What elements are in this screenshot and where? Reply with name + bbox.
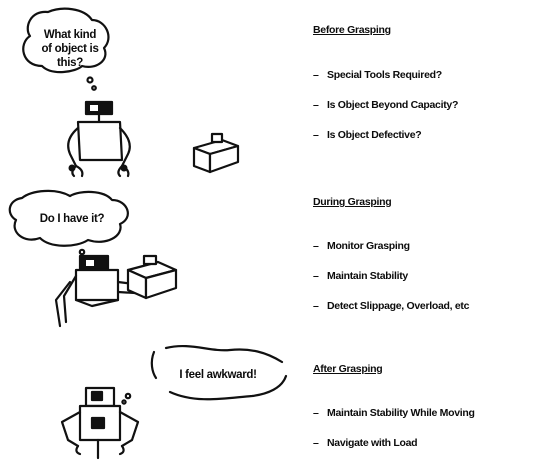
bullet-dash: – — [313, 269, 327, 283]
thought-dot-3a — [126, 394, 130, 398]
thought-dot-1b — [92, 86, 96, 90]
heading-before-grasping: Before Grasping — [313, 24, 391, 36]
bullet-dash: – — [313, 299, 327, 313]
list-item: –Monitor Grasping — [313, 239, 469, 269]
list-item-label: Is Object Beyond Capacity? — [327, 99, 458, 111]
bullet-dash: – — [313, 406, 327, 420]
bubble-text-kind-of-object: What kind of object is this? — [38, 28, 102, 70]
thought-dot-2a — [80, 250, 84, 254]
thought-dot-1a — [88, 78, 93, 83]
heading-after-grasping: After Grasping — [313, 363, 382, 375]
list-item-label: Monitor Grasping — [327, 240, 410, 252]
list-item-label: Maintain Stability While Moving — [327, 407, 475, 419]
bubble-text-feel-awkward: I feel awkward! — [168, 368, 268, 382]
thought-dot-3b — [122, 400, 125, 403]
thought-bubble-3 — [152, 352, 156, 378]
heading-during-grasping: During Grasping — [313, 196, 391, 208]
bullet-dash: – — [313, 98, 327, 112]
list-item-label: Maintain Stability — [327, 270, 408, 282]
list-item-label: Special Tools Required? — [327, 69, 442, 81]
bullet-dash: – — [313, 128, 327, 142]
list-item: –Is Object Defective? — [313, 128, 458, 158]
bullet-dash: – — [313, 436, 327, 450]
thought-bubble-3-top — [166, 346, 282, 362]
list-item: –Is Object Beyond Capacity? — [313, 98, 458, 128]
object-box-1 — [194, 134, 238, 172]
list-item-label: Detect Slippage, Overload, etc — [327, 300, 469, 312]
list-during-grasping: –Monitor Grasping –Maintain Stability –D… — [313, 239, 469, 329]
list-item-label: Navigate with Load — [327, 437, 417, 449]
bubble-text-do-i-have-it: Do I have it? — [30, 212, 114, 226]
list-item: –Maintain Stability While Moving — [313, 406, 475, 436]
bullet-dash: – — [313, 68, 327, 82]
list-item: –Navigate with Load — [313, 436, 475, 466]
list-item: –Detect Slippage, Overload, etc — [313, 299, 469, 329]
list-after-grasping: –Maintain Stability While Moving –Naviga… — [313, 406, 475, 466]
robot-1 — [68, 102, 130, 176]
list-item: –Special Tools Required? — [313, 68, 458, 98]
bullet-dash: – — [313, 239, 327, 253]
list-item: –Maintain Stability — [313, 269, 469, 299]
object-box-2 — [128, 256, 176, 298]
list-item-label: Is Object Defective? — [327, 129, 421, 141]
list-before-grasping: –Special Tools Required? –Is Object Beyo… — [313, 68, 458, 158]
